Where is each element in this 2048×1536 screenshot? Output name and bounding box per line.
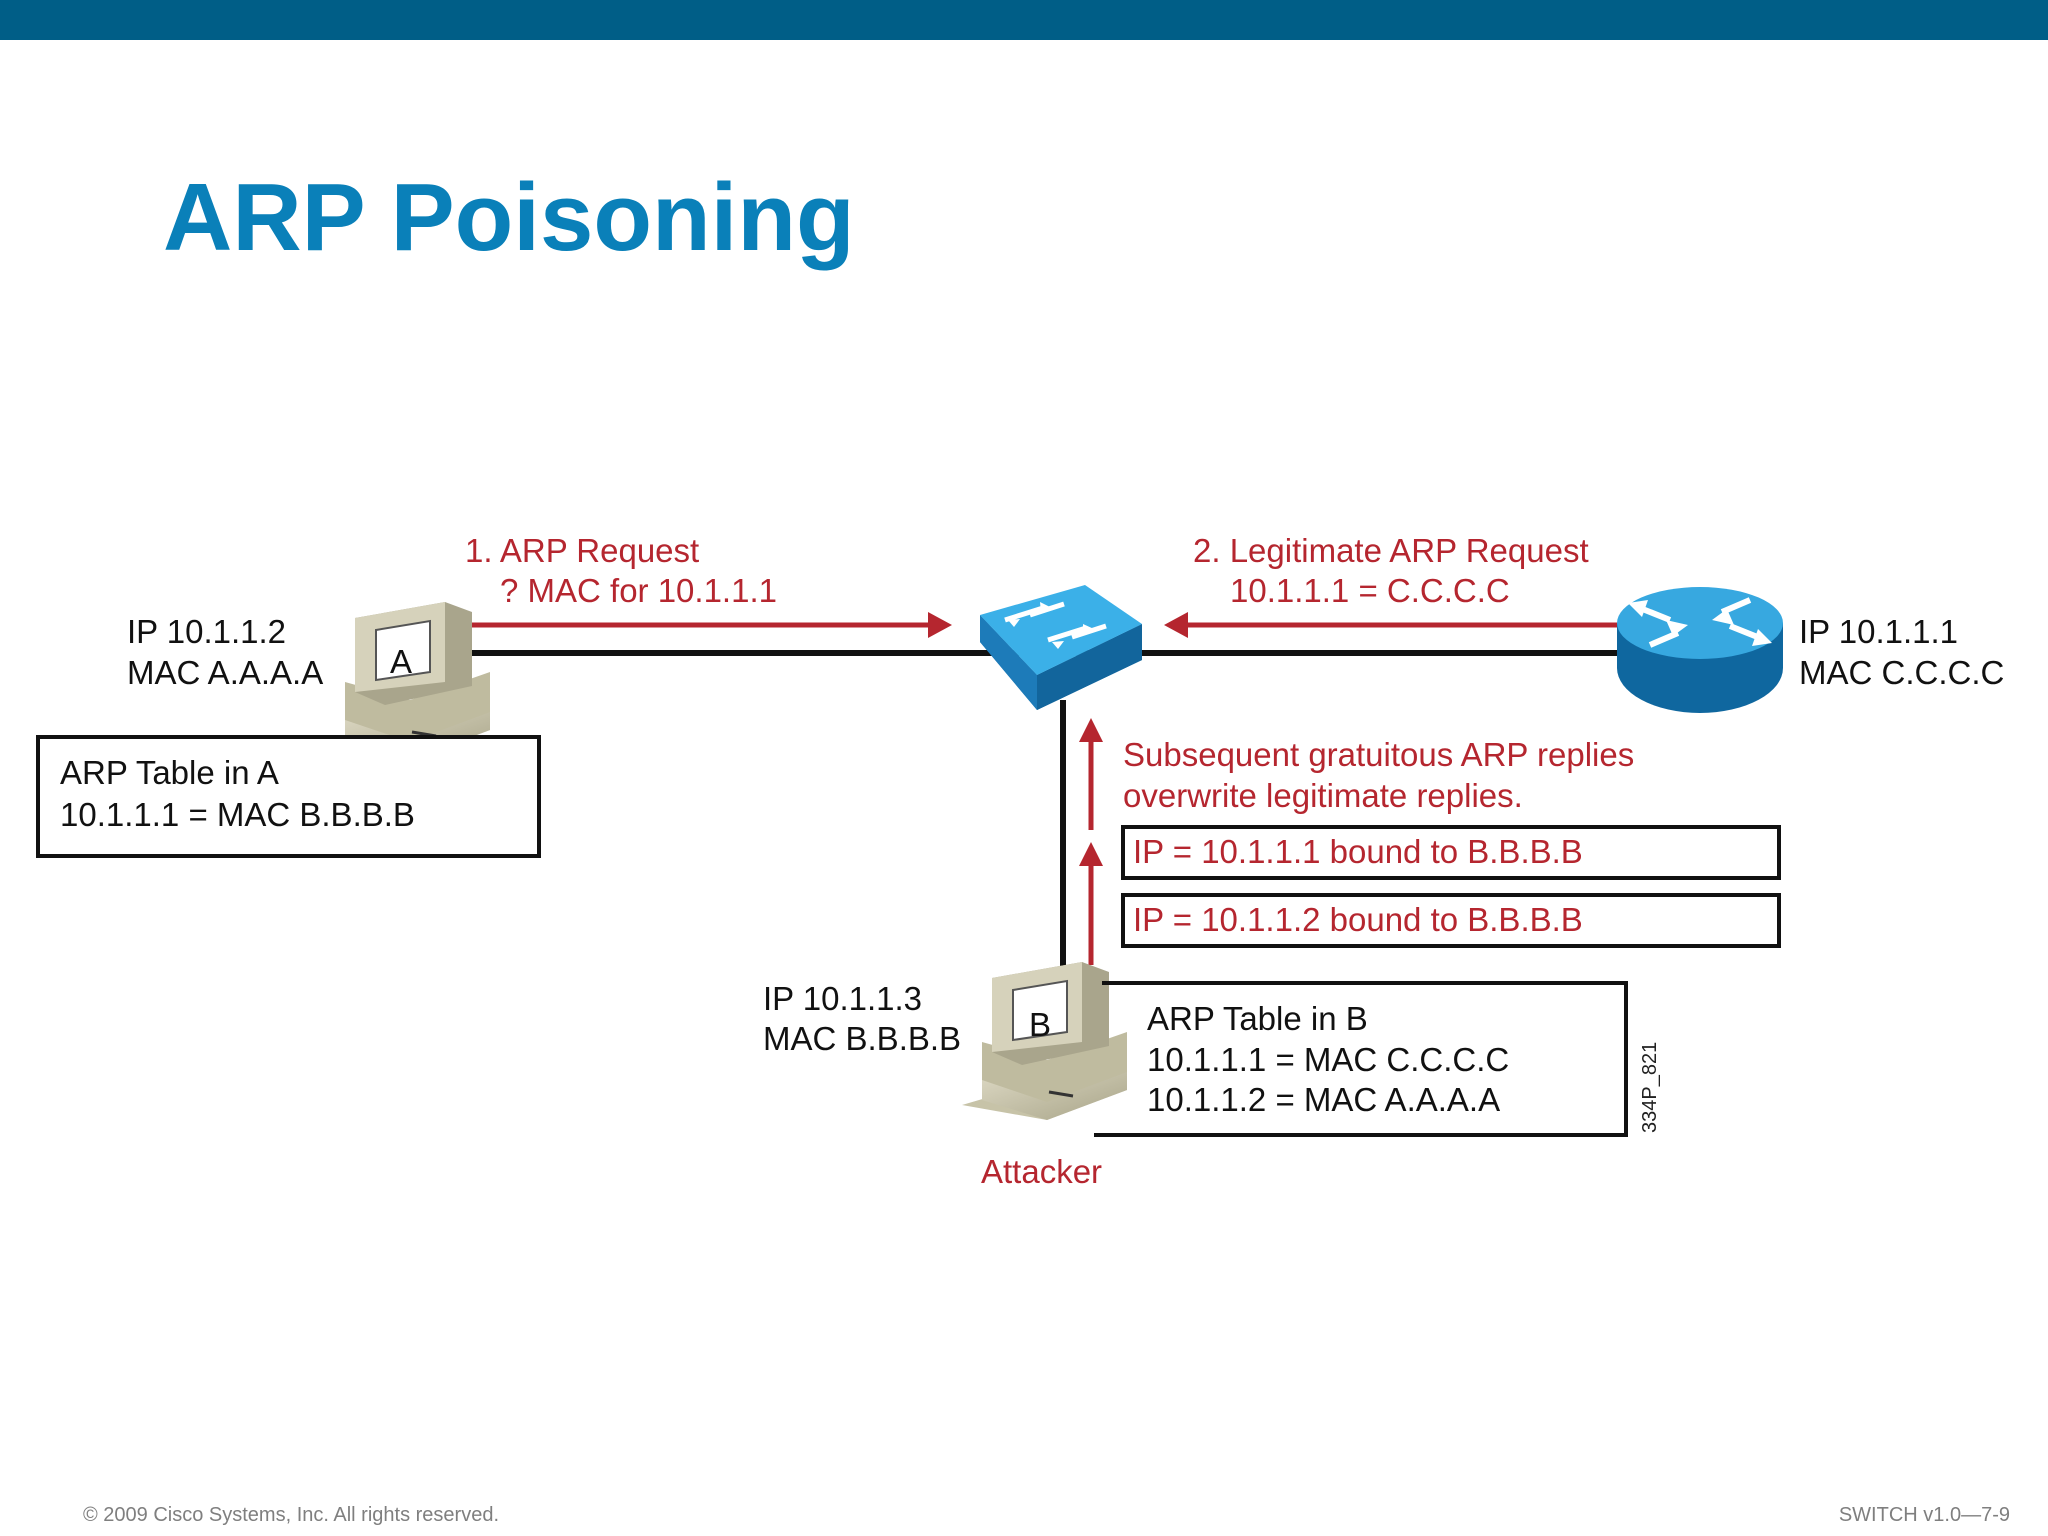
attacker-caption: Attacker: [981, 1153, 1102, 1190]
legit-reply-label: 2. Legitimate ARP Request: [1193, 532, 1589, 569]
arp-request-query: ? MAC for 10.1.1.1: [500, 572, 777, 609]
top-banner-bar: [0, 0, 2048, 40]
slide-title: ARP Poisoning: [163, 164, 855, 271]
computer-a-screen-letter: A: [390, 643, 412, 680]
attacker-computer-icon: [962, 962, 1127, 1120]
attacker-mac-label: MAC B.B.B.B: [763, 1020, 961, 1057]
binding-2-text: IP = 10.1.1.2 bound to B.B.B.B: [1133, 901, 1583, 938]
attacker-ip-label: IP 10.1.1.3: [763, 980, 922, 1017]
arp-table-a-title: ARP Table in A: [60, 754, 279, 791]
binding-box-1: [1121, 825, 1781, 880]
gratuitous-arrow-upper: [1079, 718, 1103, 830]
host-a-mac-label: MAC A.A.A.A: [127, 654, 323, 691]
gratuitous-note-line2: overwrite legitimate replies.: [1123, 777, 1523, 814]
router-mac-label: MAC C.C.C.C: [1799, 654, 2004, 691]
host-a-ip-label: IP 10.1.1.2: [127, 613, 286, 650]
binding-box-2: [1121, 893, 1781, 948]
arp-request-label: 1. ARP Request: [465, 532, 699, 569]
binding-1-text: IP = 10.1.1.1 bound to B.B.B.B: [1133, 833, 1583, 870]
gratuitous-arrow-lower: [1079, 842, 1103, 965]
arp-table-a-box: [36, 735, 541, 858]
gratuitous-note-line1: Subsequent gratuitous ARP replies: [1123, 736, 1634, 773]
figure-id-label: 334P_821: [1639, 1042, 1661, 1133]
legit-reply-arrow: [1164, 612, 1625, 638]
router-icon: [1617, 587, 1783, 713]
arp-request-arrow: [472, 612, 952, 638]
arp-table-b-entry-1: 10.1.1.1 = MAC C.C.C.C: [1147, 1041, 1509, 1078]
attacker-screen-letter: B: [1029, 1006, 1051, 1043]
arp-table-b-box: [1094, 981, 1628, 1137]
arp-table-b-entry-2: 10.1.1.2 = MAC A.A.A.A: [1147, 1081, 1500, 1118]
switch-icon: [980, 585, 1142, 710]
arp-table-a-entry: 10.1.1.1 = MAC B.B.B.B: [60, 796, 415, 833]
footer-course-id: SWITCH v1.0—7-9: [1838, 1504, 2010, 1526]
footer-copyright: © 2009 Cisco Systems, Inc. All rights re…: [83, 1504, 500, 1526]
legit-reply-value: 10.1.1.1 = C.C.C.C: [1230, 572, 1510, 609]
arp-table-b-title: ARP Table in B: [1147, 1000, 1368, 1037]
router-ip-label: IP 10.1.1.1: [1799, 613, 1958, 650]
